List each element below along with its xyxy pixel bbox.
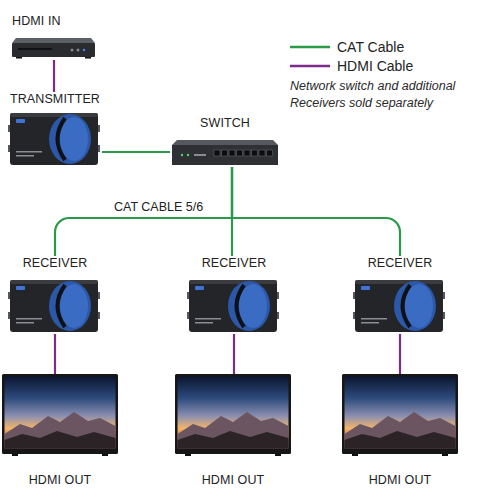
network-switch [172, 140, 278, 165]
print-line [194, 154, 206, 156]
device-label: HDMI IN [12, 14, 61, 29]
hdmi-cable [399, 334, 401, 374]
hdmi-cable [54, 334, 56, 374]
hdmi-cable [53, 60, 55, 92]
hdmi-cable [233, 334, 235, 374]
device-label: HDMI OUT [369, 473, 432, 488]
tv-display [342, 374, 458, 456]
device-node: SWITCH [170, 116, 280, 167]
receiver-device [353, 280, 445, 332]
transmitter-device [8, 113, 100, 165]
device-label: SWITCH [200, 116, 250, 131]
switch-port [267, 150, 273, 156]
cat-cable [102, 151, 170, 153]
status-light [187, 154, 189, 156]
player-foot [16, 57, 22, 59]
player-button [77, 49, 80, 52]
device-label: HDMI OUT [202, 473, 265, 488]
device-node: HDMI IN [10, 14, 98, 60]
device-label: RECEIVER [368, 256, 433, 271]
device-node: HDMI OUT [2, 374, 118, 488]
switch-port [237, 150, 243, 156]
switch-port [252, 150, 258, 156]
player-foot [85, 57, 91, 59]
device-label: TRANSMITTER [10, 92, 100, 107]
tv-display [2, 374, 118, 456]
switch-port [259, 150, 265, 156]
device-node: HDMI OUT [175, 374, 291, 488]
disc-slot [18, 48, 52, 50]
status-light [181, 154, 183, 156]
media-player [12, 38, 95, 59]
receiver-device [8, 280, 100, 332]
device-label: HDMI OUT [29, 473, 92, 488]
player-button [71, 49, 74, 52]
player-front [12, 43, 95, 57]
switch-top [172, 140, 278, 145]
switch-port [229, 150, 235, 156]
power-light [83, 49, 85, 51]
legend-entry: CAT Cable [337, 39, 404, 55]
device-node: HDMI OUT [342, 374, 458, 488]
switch-port [214, 150, 220, 156]
legend-line-sample [290, 65, 330, 68]
device-label: RECEIVER [23, 256, 88, 271]
receiver-device [187, 280, 279, 332]
cat-cable [55, 167, 232, 256]
cable-label: CAT CABLE 5/6 [112, 200, 205, 215]
device-node: RECEIVER [187, 256, 281, 334]
switch-front [172, 145, 278, 165]
switch-port [244, 150, 250, 156]
legend-line-sample [290, 46, 330, 49]
device-node: TRANSMITTER [8, 92, 102, 168]
device-label: RECEIVER [202, 256, 267, 271]
legend-entry: HDMI Cable [337, 58, 413, 74]
cat-cable [232, 167, 400, 256]
tv-display [175, 374, 291, 456]
device-node: RECEIVER [353, 256, 447, 334]
legend-text: HDMI Cable [337, 58, 413, 74]
device-node: RECEIVER [8, 256, 102, 334]
player-top [12, 38, 95, 43]
switch-port [222, 150, 228, 156]
legend-text: CAT Cable [337, 39, 404, 55]
note-text: Network switch and additional Receivers … [290, 78, 490, 112]
